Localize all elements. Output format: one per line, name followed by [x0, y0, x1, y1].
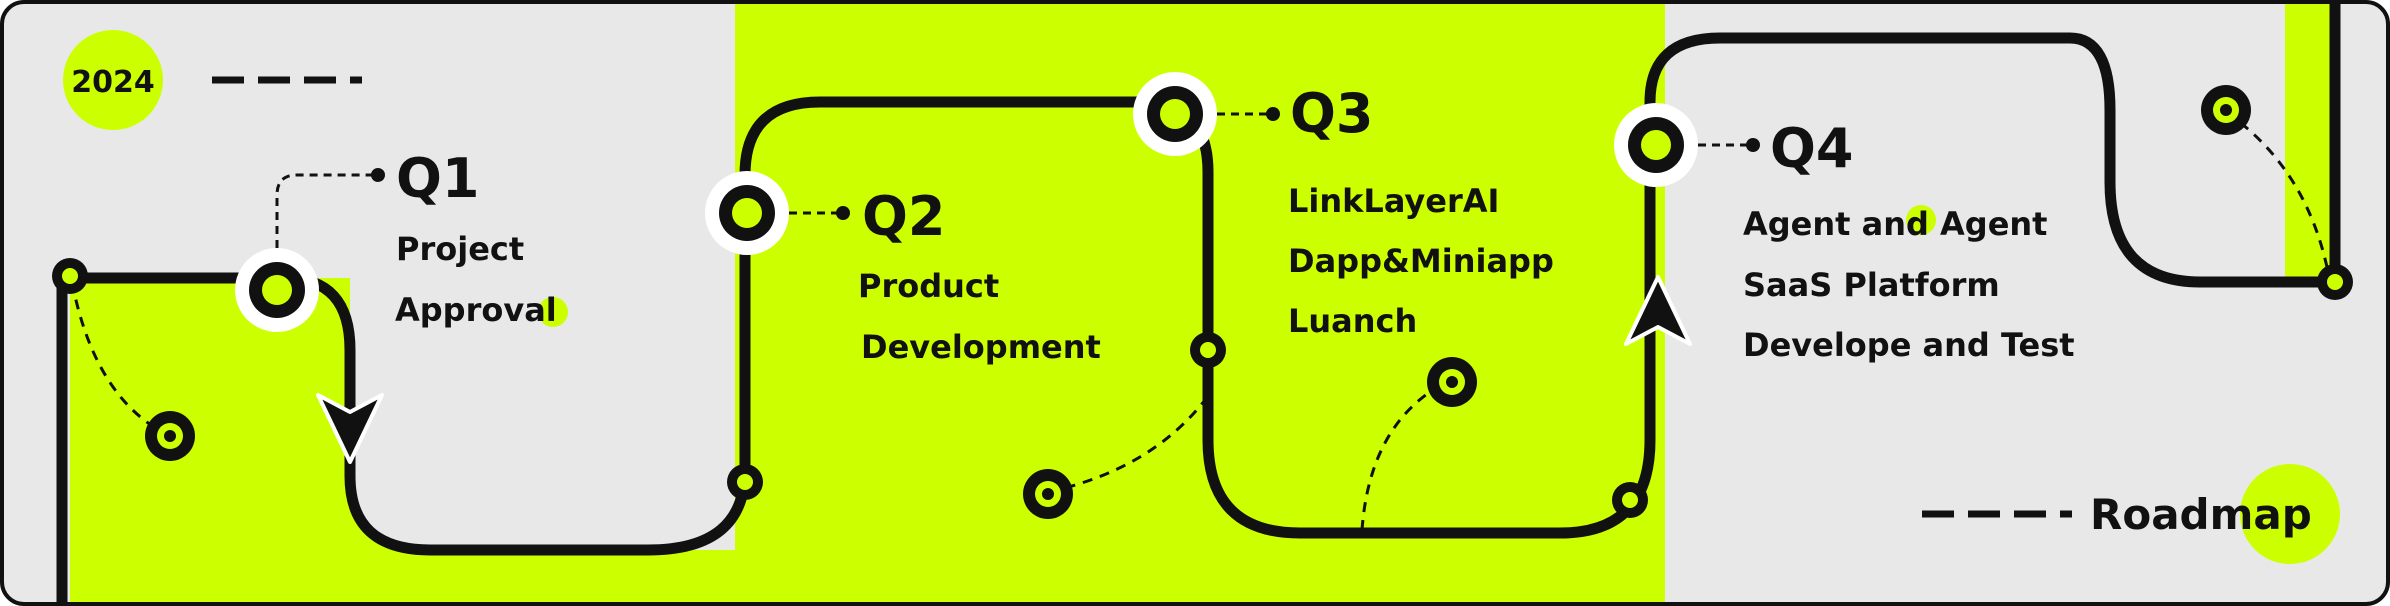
arrow-down-icon	[316, 393, 384, 464]
ring-node-right	[2201, 85, 2251, 135]
quarter-title-q3: Q3	[1290, 82, 1373, 145]
roadmap-accent-circle	[2240, 464, 2340, 564]
milestone-marker-q2	[705, 171, 789, 255]
path-node-q2-mid	[1190, 332, 1226, 368]
milestone-marker-q3	[1133, 72, 1217, 156]
arrow-up-icon	[1624, 275, 1692, 346]
path-node-q1-bottom	[727, 464, 763, 500]
ring-node-q2	[1023, 469, 1073, 519]
milestone-item-q1-2: Approval	[395, 291, 557, 329]
accent-dot-q1	[538, 297, 568, 327]
branch-line-right	[2225, 110, 2332, 283]
milestone-item-q1-1: Project	[396, 230, 524, 268]
connector-dot-q4	[1746, 138, 1760, 152]
quarter-title-q2: Q2	[862, 185, 945, 248]
connector-dot-q3	[1266, 107, 1280, 121]
roadmap-label: Roadmap	[2090, 490, 2312, 539]
milestone-item-q3-2: Dapp&Miniapp	[1288, 242, 1554, 280]
milestone-marker-q1	[235, 248, 319, 332]
accent-dot-q4	[1906, 205, 1936, 235]
milestone-item-q2-2: Development	[861, 328, 1101, 366]
milestone-item-q2-1: Product	[858, 267, 999, 305]
roadmap-path	[56, 2, 2341, 606]
ring-node-q3	[1427, 357, 1477, 407]
connector-q1	[275, 173, 378, 290]
connector-dot-q2	[836, 206, 850, 220]
path-node-q3-bottom	[1612, 482, 1648, 518]
ring-node-left	[145, 411, 195, 461]
milestone-item-q4-1: Agent and Agent	[1743, 205, 2047, 243]
milestone-marker-q4	[1614, 103, 1698, 187]
quarter-title-q4: Q4	[1770, 117, 1853, 180]
lime-panel-left	[70, 278, 735, 604]
year-badge: 2024	[63, 30, 163, 130]
quarter-title-q1: Q1	[396, 147, 479, 210]
path-node-end	[2317, 264, 2353, 300]
connector-dot-q1	[371, 168, 385, 182]
milestone-item-q4-3: Develope and Test	[1743, 326, 2075, 364]
year-badge-circle	[63, 30, 163, 130]
milestone-item-q3-3: Luanch	[1288, 302, 1417, 340]
year-label: 2024	[71, 65, 155, 100]
milestone-item-q4-2: SaaS Platform	[1743, 266, 2000, 304]
branch-line-q3	[1360, 378, 1451, 531]
milestone-item-q3-1: LinkLayerAI	[1288, 182, 1499, 220]
path-node-start	[52, 258, 88, 294]
